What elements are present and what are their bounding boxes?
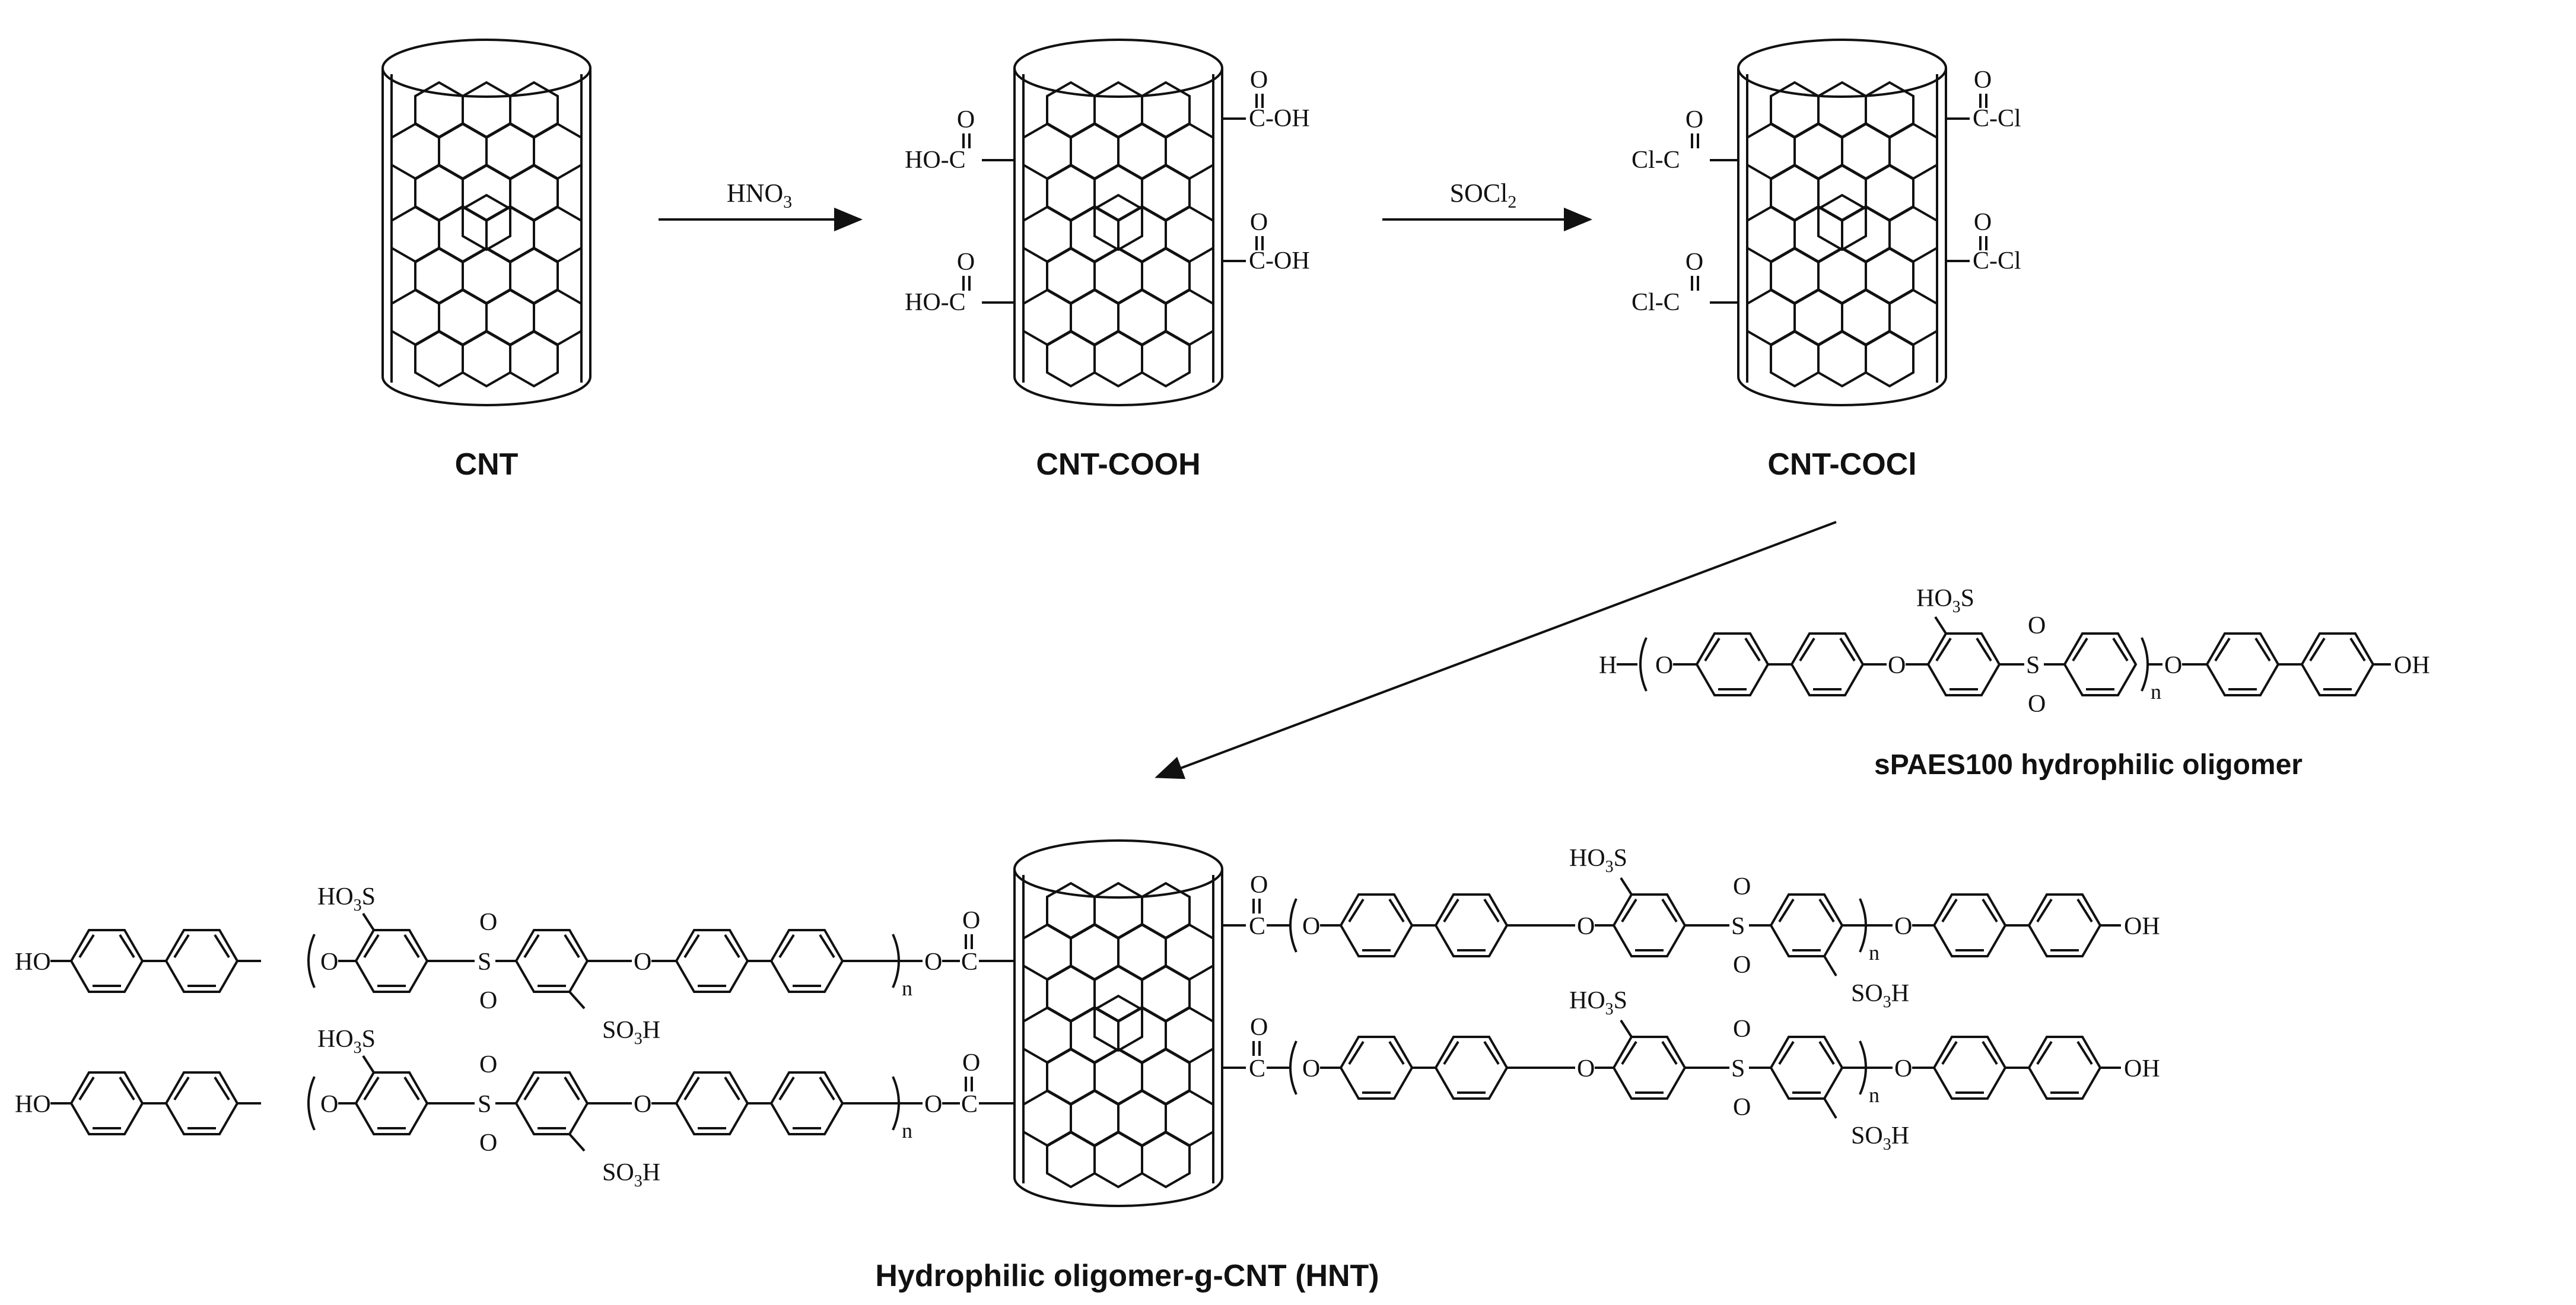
svg-text:O: O	[479, 987, 497, 1014]
cooh-left-1: HO-C	[905, 147, 966, 174]
cooh-right-1: C-OH	[1249, 105, 1310, 132]
svg-text:O: O	[957, 106, 975, 133]
spaes-oligomer-structure: H O O HO3S S O O n O OH	[1599, 585, 2430, 718]
cocl-left-2: Cl-C	[1632, 289, 1680, 316]
reaction-arrow-3	[1155, 521, 1837, 779]
reagent-socl2: SOCl2	[1450, 179, 1517, 212]
label-cnt-cocl: CNT-COCl	[1767, 447, 1916, 482]
svg-text:C: C	[961, 948, 978, 976]
svg-text:O: O	[1250, 66, 1268, 94]
svg-text:O: O	[1888, 652, 1906, 679]
ho3s-group: HO3S	[1916, 585, 1974, 616]
svg-text:S: S	[2026, 652, 2040, 679]
reagent-hno3: HNO3	[727, 179, 792, 212]
svg-text:HO3S: HO3S	[317, 883, 376, 915]
cocl-right-2: C-Cl	[1973, 247, 2021, 275]
cooh-right-2: C-OH	[1249, 247, 1310, 275]
label-hnt: Hydrophilic oligomer-g-CNT (HNT)	[875, 1259, 1379, 1293]
svg-text:O: O	[2028, 612, 2046, 639]
svg-text:O: O	[1655, 652, 1673, 679]
svg-text:O: O	[1974, 209, 1992, 236]
cnt-cooh-structure: HO-C O HO-C O C-OH O C-OH O	[905, 39, 1310, 406]
svg-text:O: O	[1733, 873, 1751, 900]
svg-text:O: O	[924, 948, 942, 976]
svg-text:n: n	[2151, 680, 2161, 704]
svg-text:O: O	[320, 948, 338, 976]
cnt-cocl-structure: Cl-C O Cl-C O C-Cl O C-Cl O	[1632, 39, 2021, 406]
svg-text:HO: HO	[15, 948, 51, 976]
svg-text:O: O	[962, 907, 980, 934]
svg-text:OH: OH	[2394, 652, 2430, 679]
svg-text:O: O	[1894, 913, 1912, 940]
svg-text:O: O	[957, 249, 975, 276]
svg-text:OH: OH	[2124, 913, 2160, 940]
cocl-left-1: Cl-C	[1632, 147, 1680, 174]
svg-text:n: n	[1869, 941, 1879, 965]
svg-text:O: O	[634, 948, 651, 976]
svg-text:O: O	[1685, 106, 1703, 133]
label-cnt-cooh: CNT-COOH	[1036, 447, 1200, 482]
cocl-right-1: C-Cl	[1973, 105, 2021, 132]
svg-text:S: S	[1731, 913, 1745, 940]
svg-text:O: O	[1302, 913, 1320, 940]
svg-text:SO3H: SO3H	[1851, 980, 1909, 1011]
svg-text:H: H	[1599, 652, 1617, 679]
svg-text:S: S	[478, 948, 491, 976]
svg-text:O: O	[479, 909, 497, 936]
hnt-structure: HO O HO3S S O O SO3H O	[15, 839, 2160, 1207]
svg-text:O: O	[1577, 913, 1595, 940]
svg-text:O: O	[1733, 951, 1751, 979]
svg-text:C: C	[1249, 913, 1265, 940]
svg-text:O: O	[1250, 871, 1268, 899]
svg-text:O: O	[1250, 209, 1268, 236]
svg-text:SO3H: SO3H	[602, 1017, 660, 1048]
label-oligomer: sPAES100 hydrophilic oligomer	[1874, 749, 2303, 781]
svg-text:O: O	[2164, 652, 2182, 679]
cnt-structure	[381, 39, 591, 406]
label-cnt: CNT	[455, 447, 519, 482]
svg-text:O: O	[1685, 249, 1703, 276]
cooh-left-2: HO-C	[905, 289, 966, 316]
svg-text:O: O	[1974, 66, 1992, 94]
svg-text:HO3S: HO3S	[1569, 845, 1627, 876]
svg-text:O: O	[2028, 690, 2046, 718]
svg-text:n: n	[902, 976, 912, 1000]
